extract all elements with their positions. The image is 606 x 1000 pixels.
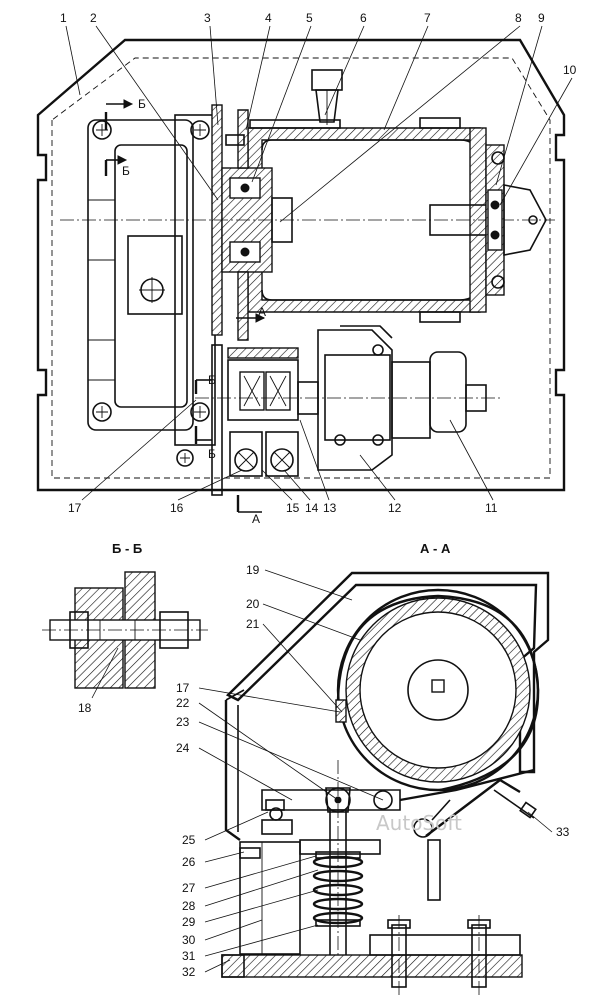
cut-mark-b-2: Б	[122, 164, 130, 178]
callout-2: 2	[90, 11, 97, 25]
spring	[312, 855, 364, 925]
cut-mark-a-2: А	[252, 512, 260, 526]
callout-24: 24	[176, 741, 190, 755]
callout-12: 12	[388, 501, 402, 515]
housing-inner-dashed	[51, 57, 551, 479]
callout-18: 18	[78, 701, 92, 715]
callout-32: 32	[182, 965, 196, 979]
callout-9: 9	[538, 11, 545, 25]
top-view-callouts: 1 2 3 4 5 6 7 8 9 10 11 12 13 14 15 16 1…	[60, 11, 577, 515]
cut-mark-a-1: А	[258, 305, 266, 319]
cut-mark-b-3: Б	[208, 373, 216, 387]
callout-28: 28	[182, 899, 196, 913]
callout-19: 19	[246, 563, 260, 577]
callout-6: 6	[360, 11, 367, 25]
section-bb-title: Б - Б	[112, 541, 142, 556]
callout-33: 33	[556, 825, 570, 839]
cut-mark-b-4: Б	[208, 447, 216, 461]
callout-23: 23	[176, 715, 190, 729]
callout-7: 7	[424, 11, 431, 25]
section-aa-leaders	[198, 569, 553, 973]
section-aa-callouts: 17 19 20 21 22 23 24 25 26 27 28 29 30 3…	[176, 563, 570, 979]
callout-10: 10	[563, 63, 577, 77]
right-bearing	[485, 144, 547, 296]
callout-15: 15	[286, 501, 300, 515]
callout-20: 20	[246, 597, 260, 611]
callout-26: 26	[182, 855, 196, 869]
callout-27: 27	[182, 881, 196, 895]
callout-30: 30	[182, 933, 196, 947]
section-aa-title: А - А	[420, 541, 451, 556]
callout-29: 29	[182, 915, 196, 929]
lower-assembly	[195, 325, 500, 477]
section-aa: А - А	[176, 541, 570, 995]
callout-13: 13	[323, 501, 337, 515]
watermark: AutoSoft	[376, 811, 462, 835]
callout-21: 21	[246, 617, 260, 631]
callout-3: 3	[204, 11, 211, 25]
callout-17: 17	[68, 501, 82, 515]
section-bb: Б - Б 18	[42, 541, 208, 715]
top-fitting	[249, 69, 343, 129]
callout-31: 31	[182, 949, 196, 963]
callout-25: 25	[182, 833, 196, 847]
callout-16: 16	[170, 501, 184, 515]
top-view-leaders	[65, 25, 573, 501]
plate-lower	[211, 344, 223, 496]
cut-marks	[104, 99, 266, 513]
callout-5: 5	[306, 11, 313, 25]
top-view: 1 2 3 4 5 6 7 8 9 10 11 12 13 14 15 16 1…	[36, 11, 577, 526]
cut-mark-b-1: Б	[138, 97, 146, 111]
callout-14: 14	[305, 501, 319, 515]
callout-aa-17: 17	[176, 681, 190, 695]
callout-4: 4	[265, 11, 272, 25]
callout-11: 11	[485, 501, 498, 515]
callout-8: 8	[515, 11, 522, 25]
callout-1: 1	[60, 11, 67, 25]
left-gear-body	[87, 114, 216, 467]
housing-outline	[36, 38, 566, 492]
callout-22: 22	[176, 696, 190, 710]
